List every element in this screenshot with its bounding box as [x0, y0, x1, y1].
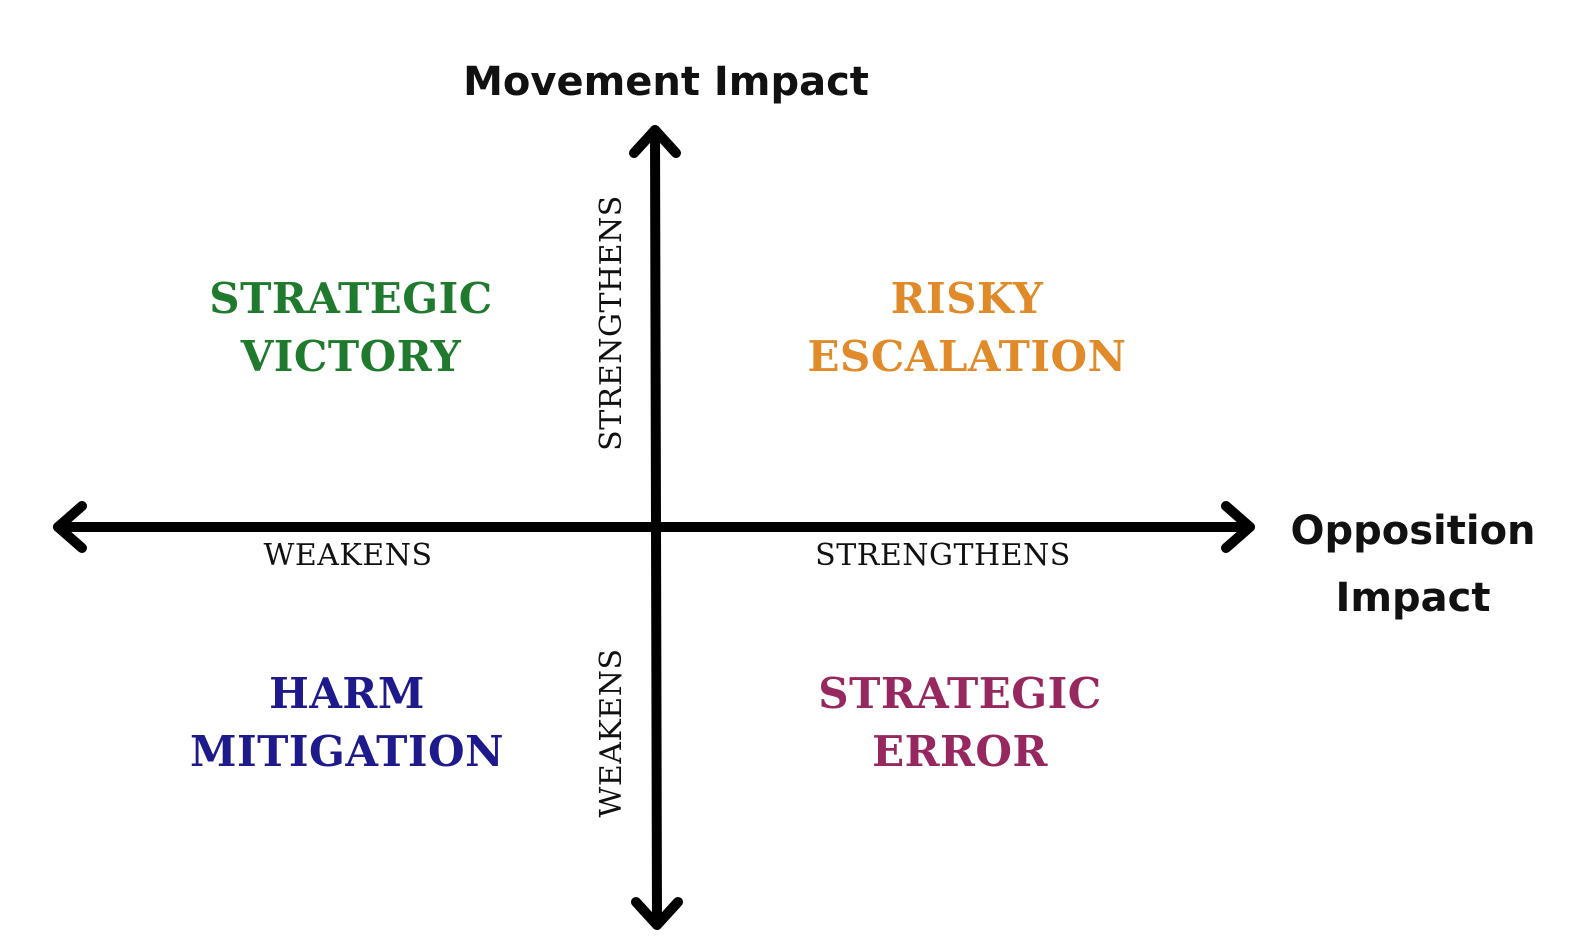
left-arrowhead: [53, 501, 87, 553]
x-axis-title-line1: Opposition: [1290, 508, 1536, 554]
x-axis-negative-label: WEAKENS: [263, 538, 433, 573]
x-axis-title-line2: Impact: [1335, 575, 1491, 621]
quadrant-line1: HARM: [269, 669, 425, 718]
quadrant-line1: RISKY: [890, 274, 1044, 323]
quadrant-risky-escalation: RISKY ESCALATION: [807, 270, 1126, 386]
quadrant-line2: MITIGATION: [189, 727, 505, 776]
y-axis-title: Movement Impact: [463, 59, 869, 105]
quadrant-strategic-victory: STRATEGIC VICTORY: [209, 270, 493, 386]
quadrant-strategic-error: STRATEGIC ERROR: [818, 665, 1102, 781]
quadrant-line2: ERROR: [872, 727, 1048, 776]
quadrant-line2: VICTORY: [240, 332, 462, 381]
quadrant-harm-mitigation: HARM MITIGATION: [190, 665, 504, 781]
quadrant-line2: ESCALATION: [807, 332, 1127, 381]
vertical-axis-line: [650, 125, 662, 930]
up-arrowhead: [629, 125, 681, 158]
x-axis-positive-label: STRENGTHENS: [815, 538, 1071, 573]
right-arrowhead: [1221, 501, 1255, 553]
quadrant-line1: STRATEGIC: [818, 669, 1102, 718]
quadrant-line1: STRATEGIC: [209, 274, 493, 323]
y-axis-negative-label: WEAKENS: [594, 648, 629, 818]
y-axis-positive-label: STRENGTHENS: [594, 195, 629, 451]
x-axis-title: Opposition Impact: [1290, 498, 1535, 632]
down-arrowhead: [631, 897, 683, 930]
